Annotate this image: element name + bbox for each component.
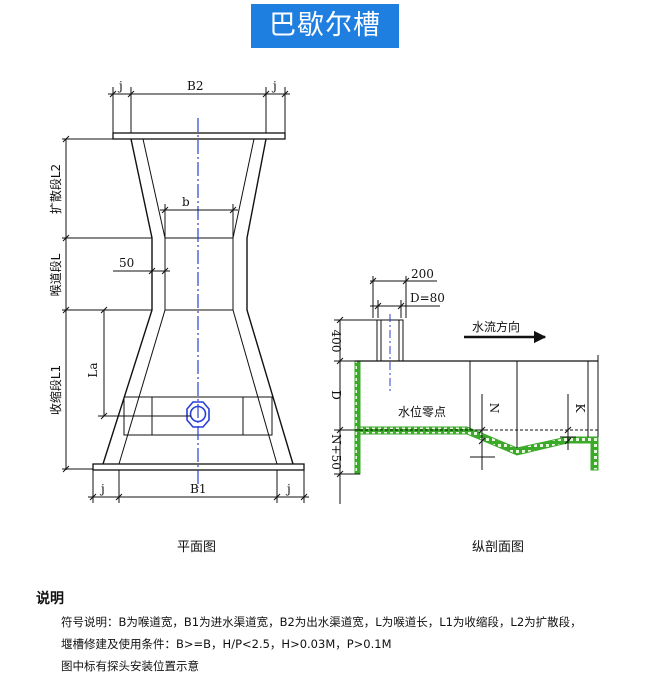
- notes-line-conditions: 堰槽修建及使用条件：B>=B，H/P<2.5，H>0.03M，P>0.1M: [61, 637, 392, 651]
- outlet-plate: [112, 132, 286, 140]
- dim-j-bottom-left: j: [99, 482, 105, 496]
- dim-l1: 收缩段L1: [48, 365, 63, 415]
- left-wall-inner: [118, 138, 166, 465]
- dim-400: 400: [329, 330, 343, 353]
- dim-d80: D=80: [410, 291, 445, 305]
- flow-direction-label: 水流方向: [472, 319, 520, 334]
- dim-j-top-right: j: [271, 79, 277, 93]
- dim-d: D: [329, 390, 343, 400]
- dim-k: K: [573, 404, 587, 414]
- plan-view-caption: 平面图: [177, 540, 217, 555]
- dim-50: 50: [119, 256, 134, 270]
- left-wall-outer: [102, 138, 153, 465]
- dim-n: N: [487, 403, 501, 414]
- notes-heading: 说明: [36, 591, 64, 607]
- dim-l2: 扩散段L2: [48, 164, 63, 214]
- dim-n50: N+50: [329, 434, 343, 470]
- right-wall-inner: [232, 138, 278, 465]
- channel-bottom: [359, 426, 599, 471]
- section-view-caption: 纵剖面图: [472, 540, 525, 555]
- left-wall: [354, 360, 361, 475]
- dim-b: b: [182, 195, 190, 209]
- zero-level-label: 水位零点: [398, 404, 446, 419]
- page-title: 巴歇尔槽: [251, 4, 399, 48]
- notes-line-probe: 图中标有探头安装位置示意: [61, 659, 199, 673]
- dim-j-top-left: j: [117, 79, 123, 93]
- notes-line-symbols: 符号说明：B为喉道宽，B1为进水渠道宽，B2为出水渠道宽，L为喉道长，L1为收缩…: [61, 615, 582, 629]
- dim-la: La: [86, 362, 100, 377]
- flume-drawing: j B2 j b 50 La 扩散段L2 喉道段L 收缩段L1 j B1 j: [48, 79, 599, 504]
- section-view: [334, 276, 599, 504]
- dim-l: 喉道段L: [48, 253, 63, 296]
- dim-200: 200: [411, 267, 434, 281]
- plan-view: [62, 87, 309, 503]
- notes-section: 说明 符号说明：B为喉道宽，B1为进水渠道宽，B2为出水渠道宽，L为喉道长，L1…: [36, 588, 582, 680]
- dim-j-bottom-right: j: [285, 482, 291, 496]
- dim-b1: B1: [190, 482, 206, 496]
- right-wall-outer: [246, 138, 294, 465]
- dim-b2: B2: [187, 79, 203, 93]
